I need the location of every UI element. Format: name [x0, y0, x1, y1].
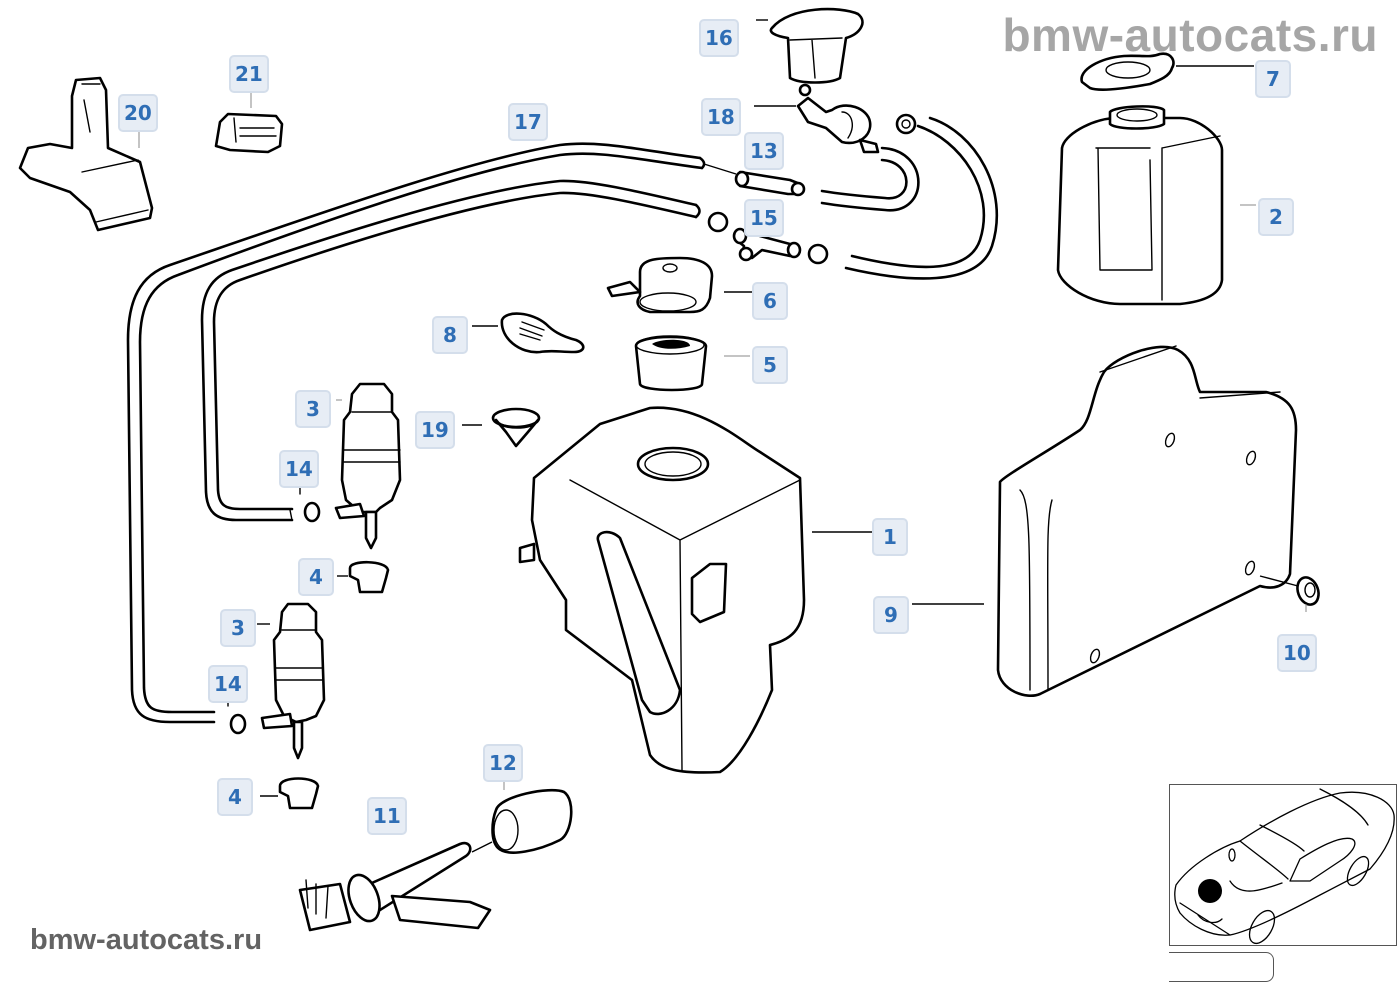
pump-grommet-lower[interactable]: [278, 777, 320, 810]
callout-14-lower[interactable]: 14: [208, 665, 248, 703]
non-return-valve[interactable]: [796, 96, 880, 154]
auxiliary-fluid-container[interactable]: [1056, 105, 1224, 306]
spray-nozzle[interactable]: [769, 7, 864, 97]
leader-lines: [138, 19, 1307, 797]
watermark-top: bmw-autocats.ru: [1002, 9, 1378, 61]
callout-7[interactable]: 7: [1255, 60, 1291, 98]
hose-holder-bracket[interactable]: [18, 76, 154, 232]
sensor-grommet[interactable]: [491, 788, 573, 854]
callout-3-upper[interactable]: 3: [295, 390, 331, 428]
hose-clamp-lower[interactable]: [229, 713, 247, 735]
callout-20[interactable]: 20: [118, 94, 158, 132]
hose-clip[interactable]: [214, 112, 284, 154]
washer-fluid-reservoir[interactable]: [518, 406, 806, 774]
reservoir-cover-panel[interactable]: [996, 345, 1298, 697]
nozzle-feed-hose: [820, 146, 920, 212]
filler-cap-with-strainer[interactable]: [606, 256, 714, 314]
callout-17[interactable]: 17: [508, 103, 548, 141]
pump-grommet-upper[interactable]: [348, 560, 390, 594]
hose-clamp-upper[interactable]: [303, 501, 321, 523]
callout-8[interactable]: 8: [432, 316, 468, 354]
hose-connector-t-piece[interactable]: [732, 227, 802, 262]
callout-19[interactable]: 19: [415, 411, 455, 449]
callout-9[interactable]: 9: [873, 596, 909, 634]
callout-6[interactable]: 6: [752, 282, 788, 320]
callout-4-upper[interactable]: 4: [298, 558, 334, 596]
fluid-level-sensor[interactable]: [298, 841, 493, 932]
callout-3-lower[interactable]: 3: [220, 609, 256, 647]
hose-connector-straight[interactable]: [734, 170, 806, 197]
callout-11[interactable]: 11: [367, 797, 407, 835]
callout-18[interactable]: 18: [701, 98, 741, 136]
hose-clamp-small: [707, 211, 829, 265]
expanding-rivet[interactable]: [491, 407, 541, 448]
container-cap-seal[interactable]: [1080, 52, 1175, 91]
hose-clamp-upper-right: [895, 113, 917, 135]
cover-expanding-nut[interactable]: [1259, 574, 1322, 607]
highlight-dot: [1198, 879, 1222, 903]
locator-tab: [1169, 952, 1274, 982]
callout-21[interactable]: 21: [229, 55, 269, 93]
callout-16[interactable]: 16: [699, 19, 739, 57]
filler-neck-sleeve[interactable]: [634, 335, 708, 392]
callout-15[interactable]: 15: [744, 199, 784, 237]
vehicle-locator-thumbnail: [1169, 784, 1397, 946]
callout-4-lower[interactable]: 4: [217, 778, 253, 816]
callout-1[interactable]: 1: [872, 518, 908, 556]
callout-5[interactable]: 5: [752, 346, 788, 384]
car-outline-icon: [1174, 788, 1395, 945]
callout-14-upper[interactable]: 14: [279, 450, 319, 488]
watermark-bottom: bmw-autocats.ru: [30, 924, 263, 956]
callout-12[interactable]: 12: [483, 744, 523, 782]
callout-2[interactable]: 2: [1258, 198, 1294, 236]
washer-pump-lower[interactable]: [260, 602, 326, 760]
washer-pump-upper[interactable]: [334, 382, 402, 550]
washer-hose-pair[interactable]: [126, 142, 706, 724]
level-indicator-tab[interactable]: [500, 312, 585, 354]
callout-13[interactable]: 13: [744, 132, 784, 170]
callout-10[interactable]: 10: [1277, 634, 1317, 672]
